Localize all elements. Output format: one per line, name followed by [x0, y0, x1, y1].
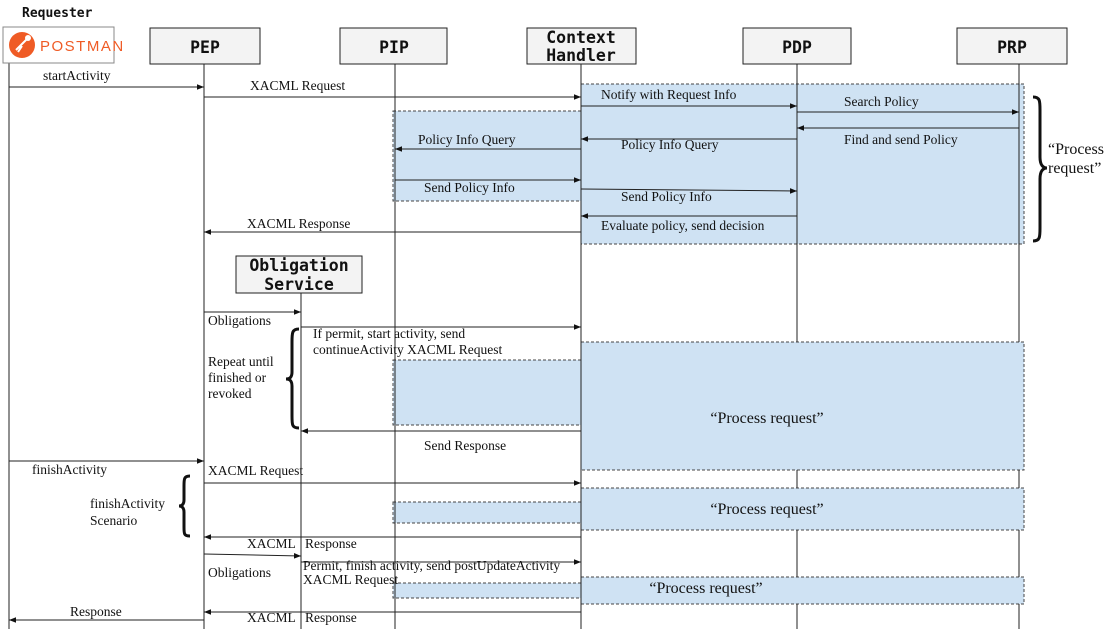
- participant-pip: PIP: [339, 27, 448, 65]
- label-permit-line2: continueActivity XACML Request: [313, 342, 502, 357]
- label-finish-activity: finishActivity: [32, 462, 107, 477]
- participant-pdp: PDP: [742, 27, 852, 65]
- label-send-response: Send Response: [424, 438, 506, 453]
- label-xacml-response-3b: Response: [305, 610, 357, 625]
- label-evaluate: Evaluate policy, send decision: [601, 218, 765, 233]
- finish-scenario-brace: [178, 474, 191, 538]
- finish-scenario-note-line1: finishActivity: [90, 496, 165, 511]
- label-pdp-policy-info-query: Policy Info Query: [621, 137, 719, 152]
- label-xacml-request-1: XACML Request: [250, 78, 345, 93]
- svg-text:PRP: PRP: [997, 38, 1027, 57]
- process-request-note-1-line1: “Process: [1048, 141, 1104, 158]
- label-pip-send-policy-info: Send Policy Info: [424, 180, 515, 195]
- label-start-activity: startActivity: [43, 68, 111, 83]
- label-xacml-response-1: XACML Response: [247, 216, 350, 231]
- arrow-ch-send-policy-info: [580, 188, 798, 194]
- label-notify: Notify with Request Info: [601, 87, 737, 102]
- requester-label: Requester: [22, 6, 93, 21]
- postman-logo-text: POSTMAN: [40, 38, 125, 55]
- svg-text:PDP: PDP: [782, 38, 812, 57]
- participant-prp: PRP: [956, 27, 1068, 65]
- arrow-obligations-2: [203, 553, 302, 559]
- postman-logo: POSTMAN: [2, 26, 125, 64]
- process-request-note-1-line2: request”: [1048, 160, 1101, 177]
- svg-text:Context: Context: [546, 28, 616, 47]
- process-request-note-3: “Process request”: [710, 501, 823, 518]
- process-request-region-2: [392, 341, 1025, 471]
- repeat-note-line2: finished or: [208, 370, 267, 385]
- repeat-brace: [285, 327, 300, 430]
- process-request-note-4: “Process request”: [649, 580, 762, 597]
- participant-obligation-service: Obligation Service: [235, 255, 363, 294]
- process-request-brace-1: [1032, 95, 1048, 243]
- label-xacml-response-2b: Response: [305, 536, 357, 551]
- svg-text:Handler: Handler: [546, 46, 616, 65]
- svg-text:PIP: PIP: [379, 38, 409, 57]
- process-request-region-4: [392, 576, 1025, 605]
- label-permit-finish-line1: Permit, finish activity, send postUpdate…: [303, 558, 560, 573]
- svg-text:Service: Service: [264, 275, 334, 294]
- label-search-policy: Search Policy: [844, 94, 919, 109]
- label-permit-line1: If permit, start activity, send: [313, 326, 465, 341]
- label-xacml-request-2: XACML Request: [208, 463, 303, 478]
- label-xacml-response-2a: XACML: [247, 536, 296, 551]
- repeat-note-line3: revoked: [208, 386, 252, 401]
- label-permit-finish-line2: XACML Request: [303, 572, 398, 587]
- participant-pep: PEP: [149, 27, 261, 65]
- label-obligations-2: Obligations: [208, 565, 271, 580]
- svg-text:Obligation: Obligation: [249, 256, 348, 275]
- process-request-region-1: [392, 83, 1025, 245]
- label-ch-policy-info-query: Policy Info Query: [418, 132, 516, 147]
- label-find-send-policy: Find and send Policy: [844, 132, 958, 147]
- label-ch-send-policy-info: Send Policy Info: [621, 189, 712, 204]
- label-xacml-response-3a: XACML: [247, 610, 296, 625]
- process-request-region-3: [392, 487, 1025, 531]
- label-obligations-1: Obligations: [208, 313, 271, 328]
- process-request-note-2: “Process request”: [710, 410, 823, 427]
- svg-text:PEP: PEP: [190, 38, 220, 57]
- finish-scenario-note-line2: Scenario: [90, 513, 137, 528]
- repeat-note-line1: Repeat until: [208, 354, 274, 369]
- label-response-final: Response: [70, 604, 122, 619]
- participant-context-handler: Context Handler: [526, 27, 637, 65]
